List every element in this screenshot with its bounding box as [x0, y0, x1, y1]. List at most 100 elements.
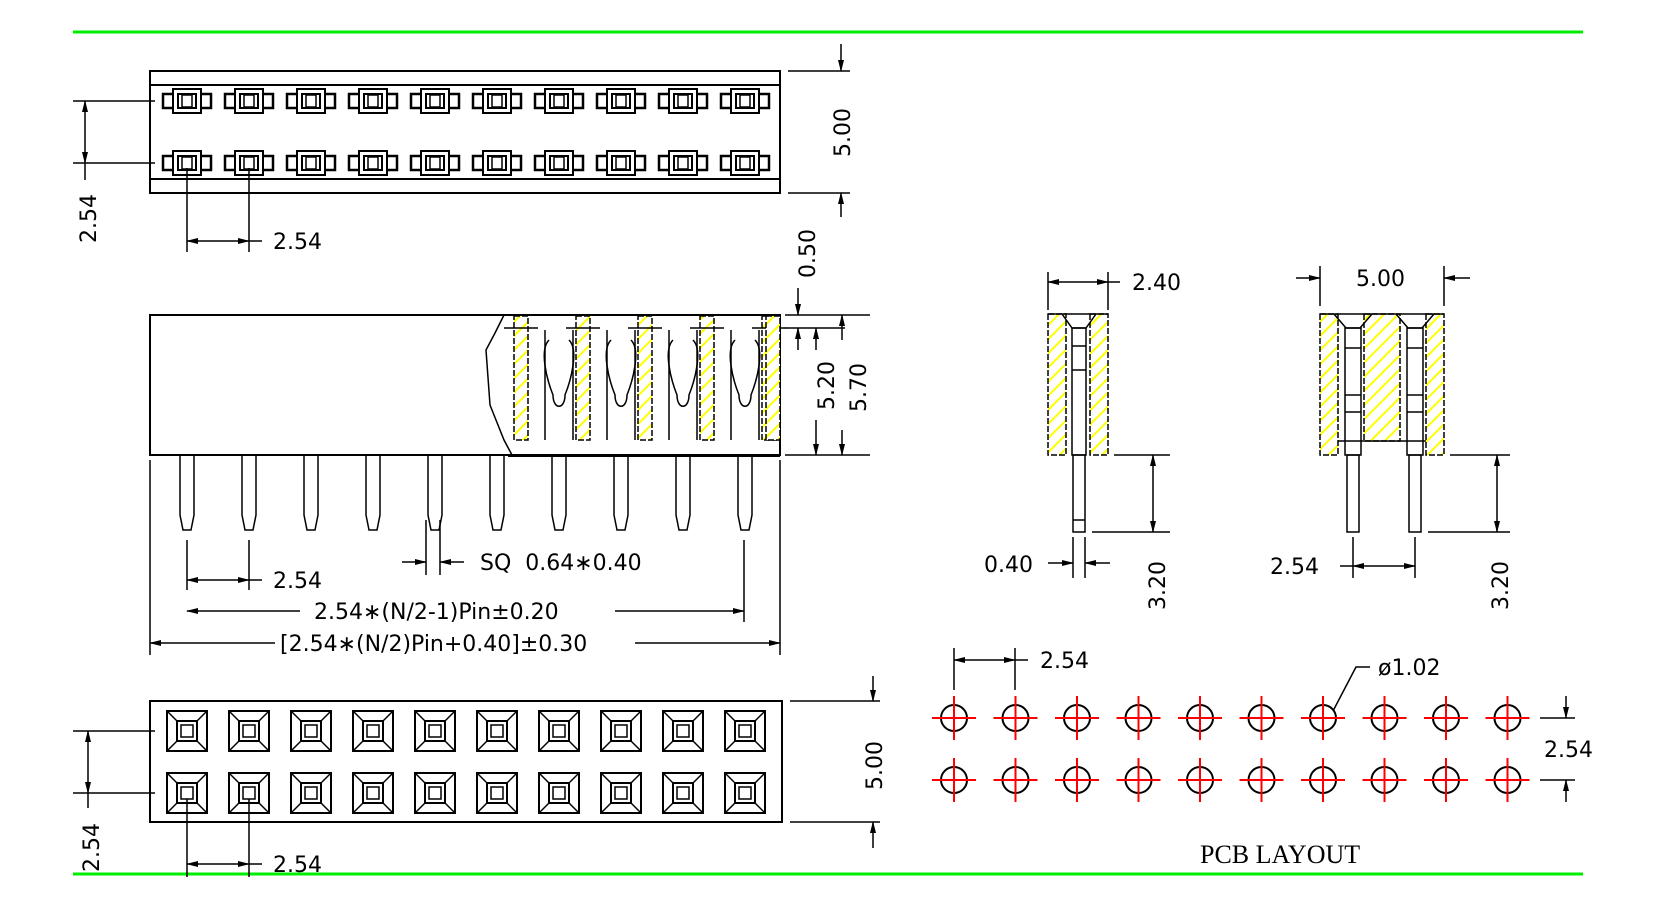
front-pin	[613, 455, 629, 531]
top-contact	[409, 88, 461, 114]
front-view-overall-length-label: [2.54∗(N/2)Pin+0.40]±0.30	[280, 632, 587, 657]
top-contact	[347, 88, 399, 114]
bottom-socket	[414, 710, 456, 752]
front-pin	[675, 455, 691, 531]
pcb-layout-title: PCB LAYOUT	[1200, 840, 1360, 869]
bottom-socket	[724, 772, 766, 814]
top-contact	[533, 150, 585, 176]
top-contact	[471, 150, 523, 176]
housing-wall	[765, 315, 781, 441]
top-contact	[719, 150, 771, 176]
pcb-hole	[1424, 696, 1468, 740]
top-contact	[533, 88, 585, 114]
pcb-hole	[932, 758, 976, 802]
front-view-pin-section-label: SQ 0.64∗0.40	[480, 551, 642, 576]
front-pin	[737, 455, 753, 531]
bottom-socket	[538, 710, 580, 752]
front-view-top-offset-label: 0.50	[796, 229, 821, 278]
top-contact	[161, 150, 213, 176]
front-view-pin-span-label: 2.54∗(N/2-1)Pin±0.20	[314, 600, 559, 625]
front-view-body-height-label: 5.70	[847, 363, 872, 412]
front-view-inner-height-label: 5.20	[815, 361, 840, 410]
pcb-hole	[1485, 696, 1530, 740]
top-view-row-pitch-label: 2.54	[77, 194, 102, 243]
spring-contact	[729, 339, 761, 407]
top-contact	[161, 88, 213, 114]
top-contact	[223, 150, 275, 176]
front-pin	[365, 455, 381, 531]
bottom-view-row-pitch-label: 2.54	[80, 823, 105, 872]
pcb-hole	[1239, 696, 1284, 740]
bottom-view: 2.54 2.54 5.00	[73, 676, 888, 878]
top-contact	[285, 150, 337, 176]
pcb-hole	[1178, 758, 1222, 802]
spring-contact	[543, 339, 575, 407]
bottom-socket	[290, 772, 332, 814]
pcb-hole	[1362, 696, 1407, 740]
bottom-socket	[228, 710, 270, 752]
pcb-hole	[1055, 696, 1099, 740]
pcb-hole	[1362, 758, 1407, 802]
bottom-socket	[662, 710, 704, 752]
front-pin	[551, 455, 567, 531]
bottom-socket	[600, 710, 642, 752]
bottom-socket	[352, 772, 394, 814]
front-pin	[489, 455, 505, 531]
housing-wall	[575, 315, 591, 441]
bottom-socket	[290, 710, 332, 752]
bottom-socket	[476, 710, 518, 752]
bottom-socket	[724, 710, 766, 752]
bottom-socket	[476, 772, 518, 814]
bottom-view-pitch-label: 2.54	[273, 853, 322, 878]
pcb-hole-diameter-label: ø1.02	[1378, 656, 1440, 681]
pcb-row-pitch-label: 2.54	[1544, 738, 1593, 763]
side-single-pin-length-label: 3.20	[1146, 561, 1171, 610]
housing-wall	[699, 315, 715, 441]
housing-wall	[513, 315, 529, 441]
pcb-hole	[1424, 758, 1468, 802]
bottom-socket	[600, 772, 642, 814]
front-pin	[179, 455, 195, 531]
front-pin	[241, 455, 257, 531]
side-double-width-label: 5.00	[1356, 267, 1405, 292]
side-view-double: 5.00 2.54 3.20	[1270, 266, 1514, 610]
pcb-hole	[1239, 758, 1284, 802]
top-view-pitch-label: 2.54	[273, 230, 322, 255]
housing-wall	[637, 315, 653, 441]
side-double-pin-length-label: 3.20	[1489, 561, 1514, 610]
side-single-width-label: 2.40	[1132, 271, 1181, 296]
spring-contact	[605, 339, 637, 407]
bottom-socket	[662, 772, 704, 814]
front-pin	[427, 455, 443, 531]
side-single-pin-thickness-label: 0.40	[984, 553, 1033, 578]
top-contact	[595, 88, 647, 114]
front-pin	[303, 455, 319, 531]
front-view: 0.50 5.20 5.70 2.54 SQ 0.64∗0.40 2.54∗(N…	[149, 229, 872, 657]
top-contact	[471, 88, 523, 114]
pcb-hole	[1055, 758, 1099, 802]
spring-contact	[667, 339, 699, 407]
top-contact	[347, 150, 399, 176]
pcb-hole	[1301, 758, 1345, 802]
top-contact	[657, 88, 709, 114]
pcb-hole	[993, 696, 1038, 740]
pcb-hole	[1301, 696, 1345, 740]
side-double-row-pitch-label: 2.54	[1270, 555, 1319, 580]
bottom-socket	[538, 772, 580, 814]
top-view: 2.54 2.54 5.00	[73, 44, 856, 255]
pcb-hole	[1116, 758, 1161, 802]
pcb-hole	[1178, 696, 1222, 740]
bottom-socket	[352, 710, 394, 752]
top-contact	[409, 150, 461, 176]
pcb-pitch-label: 2.54	[1040, 649, 1089, 674]
pcb-hole	[932, 696, 976, 740]
front-view-pitch-label: 2.54	[273, 569, 322, 594]
cutaway-break-line	[485, 314, 513, 456]
top-contact	[223, 88, 275, 114]
bottom-socket	[414, 772, 456, 814]
side-view-single: 2.40 0.40 3.20	[984, 271, 1181, 610]
top-contact	[595, 150, 647, 176]
pcb-layout: 2.54 ø1.02 2.54 PCB LAYOUT	[932, 648, 1593, 869]
top-contact	[285, 88, 337, 114]
